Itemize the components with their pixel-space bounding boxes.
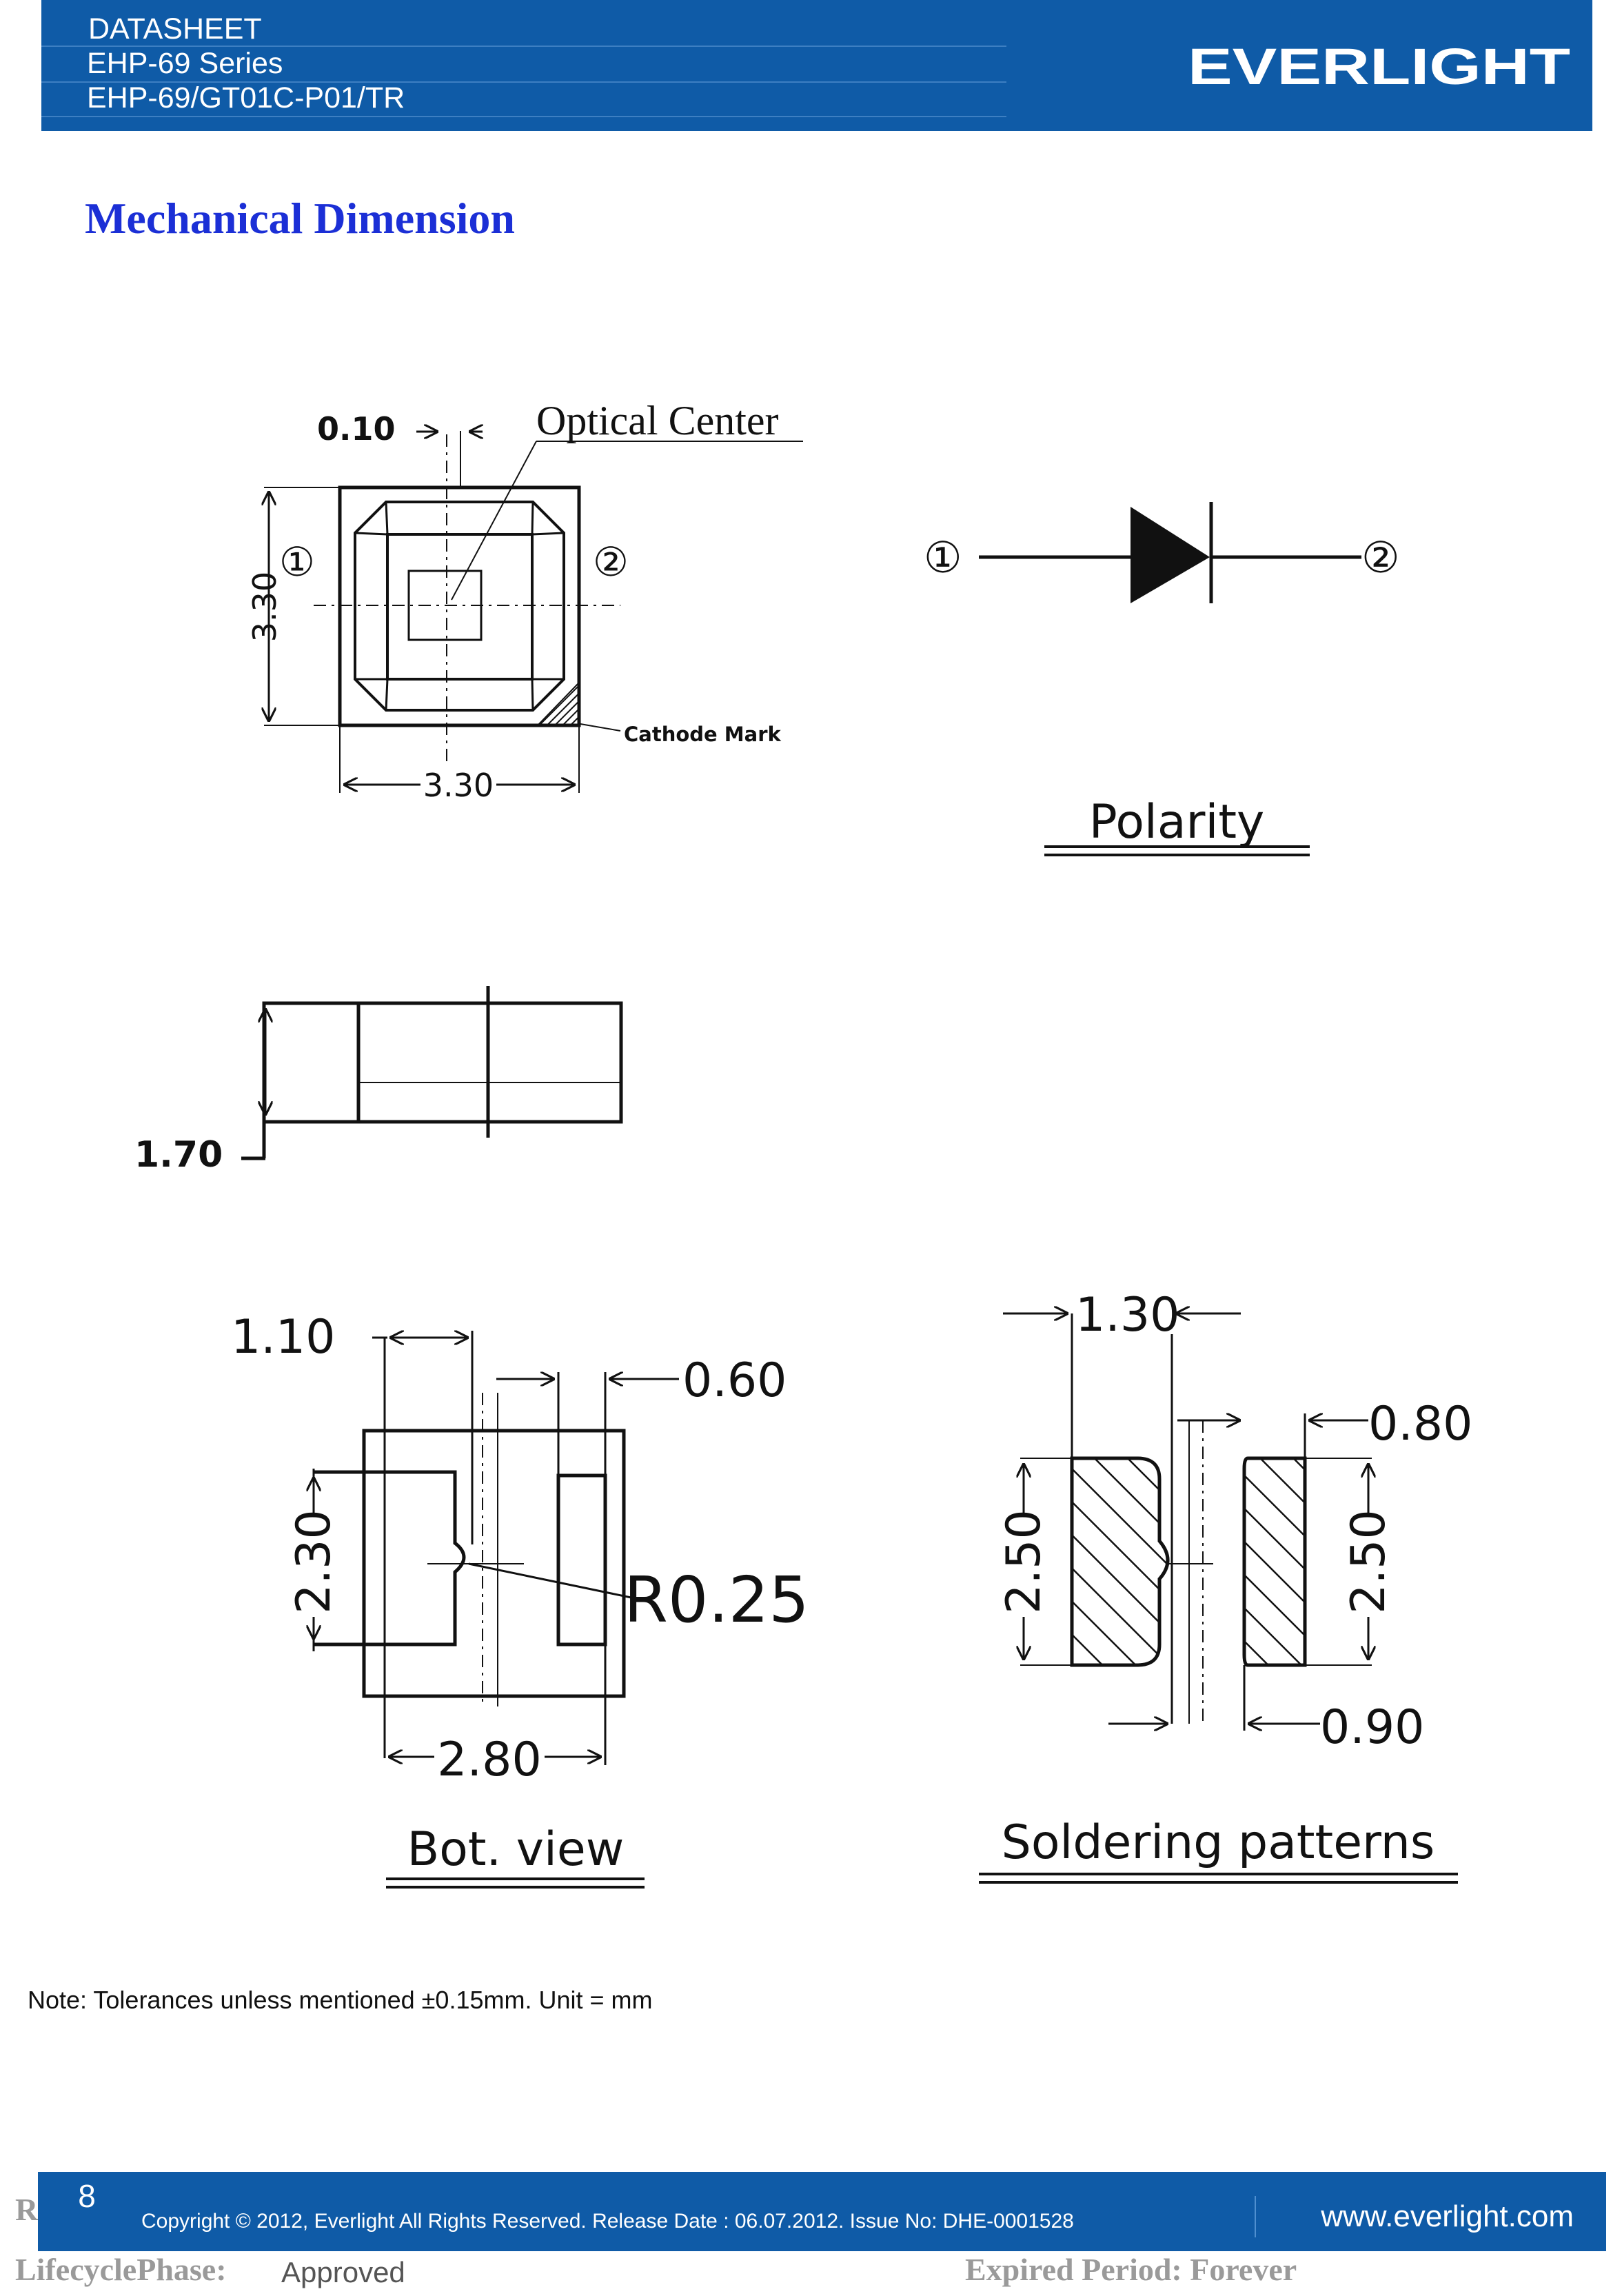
side-view [241,986,623,1160]
expired-period: Expired Period: Forever [965,2252,1297,2287]
top-view [264,431,803,793]
footer-bar [38,2172,1606,2251]
width-dim-label: 3.30 [423,767,494,804]
height-dim-label: 3.30 [246,572,283,642]
bottom-view [314,1331,679,1889]
package-outline [338,485,581,727]
radius-leader [468,1562,642,1601]
doc-type: DATASHEET [88,12,262,46]
series-name: EHP-69 Series [87,47,283,80]
tolerance-note: Note: Tolerances unless mentioned ±0.15m… [28,1986,653,2014]
bottom-outline [362,1429,626,1698]
lifecycle-phase-label: LifecyclePhase: [15,2252,227,2287]
dim-2-80-label: 2.80 [437,1733,541,1787]
copyright-text: Copyright © 2012, Everlight All Rights R… [141,2210,1074,2233]
optical-center-label: Optical Center [536,398,779,443]
everlight-logo: EVERLIGHT [1188,38,1570,95]
part-number: EHP-69/GT01C-P01/TR [87,81,405,114]
lens-inner [386,533,534,681]
dim-2-50-right-label: 2.50 [1341,1509,1396,1613]
diode-triangle [1131,507,1210,603]
gap-dim-label: 0.10 [317,410,396,447]
radius-label: R0.25 [624,1563,809,1637]
header-divider [41,81,1006,83]
soldering-patterns-label: Soldering patterns [1002,1815,1435,1870]
thickness-dim-label: 1.70 [134,1134,223,1176]
polarity-pin1: ① [924,532,962,583]
pin2-label: ② [593,538,629,585]
solder-pad-right [1242,1456,1307,1667]
header-divider [41,46,1006,47]
footer-divider [1255,2196,1256,2237]
dim-1-30-label: 1.30 [1075,1288,1179,1342]
svg-text:EVERLIGHT: EVERLIGHT [1188,38,1570,95]
website-link[interactable]: www.everlight.com [1321,2199,1574,2233]
dim-0-80-label: 0.80 [1368,1397,1472,1451]
page-title: Mechanical Dimension [85,194,515,243]
polarity-label: Polarity [1089,795,1265,849]
bottom-view-label: Bot. view [407,1822,625,1877]
dim-2-50-left-label: 2.50 [997,1509,1051,1613]
header-divider [41,116,1006,117]
cathode-mark-label: Cathode Mark [624,723,782,746]
lifecycle-phase-value: Approved [281,2256,405,2288]
dim-0-60-label: 0.60 [682,1353,787,1408]
dim-0-90-label: 0.90 [1320,1700,1424,1755]
optical-center-leader [451,441,537,601]
header-bar [41,0,1592,131]
soldering-patterns [979,1313,1458,1884]
pin1-label: ① [279,538,315,585]
solder-pad-left [1070,1456,1170,1667]
bottom-pad-right [556,1473,607,1647]
cathode-mark [536,681,580,726]
bottom-pad-left [314,1470,466,1647]
polarity-symbol [979,502,1361,856]
dim-2-30-label: 2.30 [287,1509,341,1613]
page-number: 8 [45,2175,128,2217]
dim-1-10-label: 1.10 [231,1310,335,1364]
polarity-pin2: ② [1361,532,1400,583]
release-prefix: R [15,2192,39,2227]
